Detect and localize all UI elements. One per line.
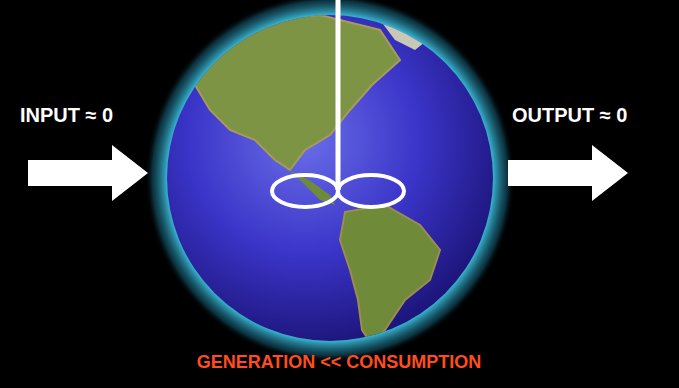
input-label: INPUT ≈ 0 xyxy=(20,104,113,127)
stirrer-blade xyxy=(338,175,404,207)
stirrer-shaft xyxy=(336,0,341,190)
balance-caption: GENERATION << CONSUMPTION xyxy=(197,352,482,373)
output-label: OUTPUT ≈ 0 xyxy=(512,104,627,127)
atmosphere-glow xyxy=(145,0,515,363)
continents xyxy=(190,12,440,345)
output-arrow xyxy=(508,145,628,201)
input-arrow xyxy=(28,145,148,201)
ocean xyxy=(167,15,493,341)
stirrer-blade xyxy=(272,175,338,207)
